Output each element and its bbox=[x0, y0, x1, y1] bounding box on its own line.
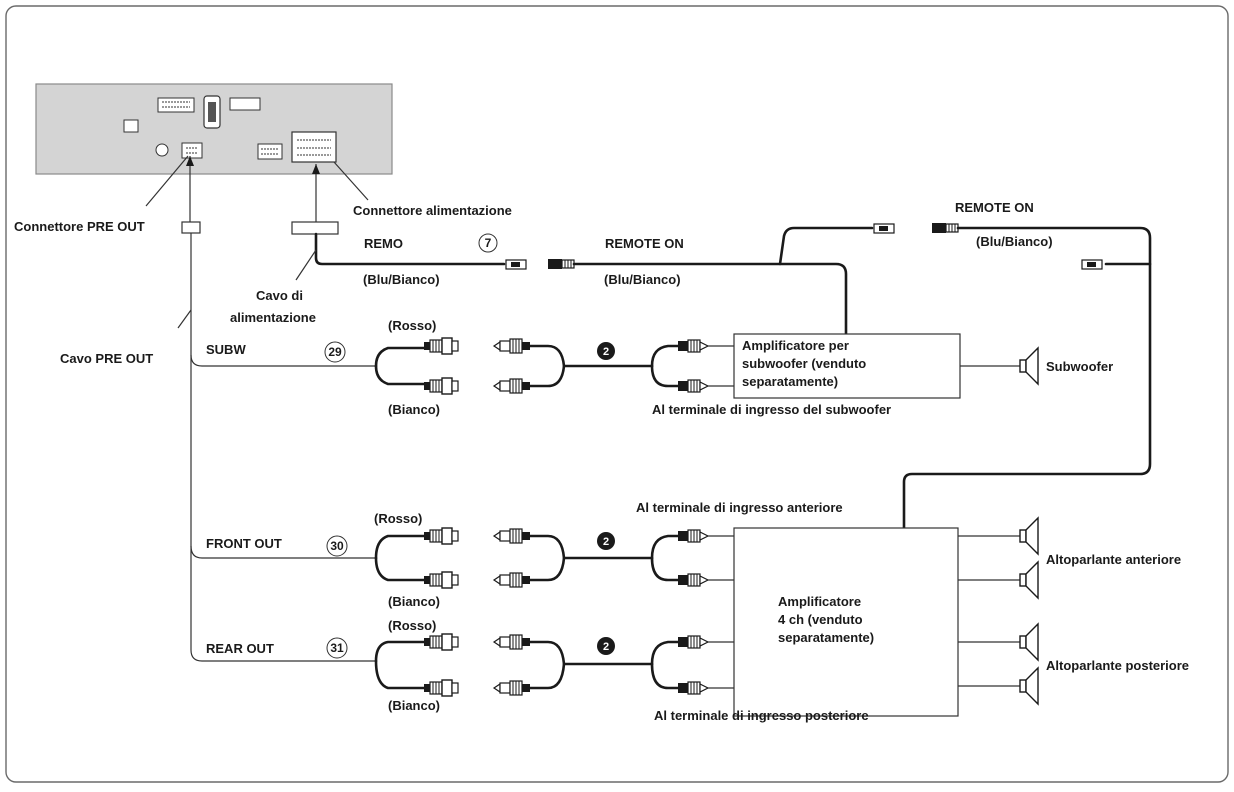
label-subwoofer: Subwoofer bbox=[1046, 359, 1113, 374]
label-rear-speaker: Altoparlante posteriore bbox=[1046, 658, 1189, 673]
label-power-connector: Connettore alimentazione bbox=[353, 203, 512, 218]
label-blu-bianco-1: (Blu/Bianco) bbox=[363, 272, 440, 287]
label-subw: SUBW bbox=[206, 342, 246, 357]
label-rear-input: Al terminale di ingresso posteriore bbox=[654, 708, 869, 723]
label-remo: REMO bbox=[364, 236, 403, 251]
subwoofer-speaker bbox=[1019, 347, 1039, 385]
label-pre-out-cable: Cavo PRE OUT bbox=[60, 351, 153, 366]
pre-out-port bbox=[181, 142, 203, 159]
ref-marker-front: 30 bbox=[326, 535, 348, 557]
label-power-cable-2: alimentazione bbox=[230, 310, 316, 325]
svg-text:29: 29 bbox=[328, 345, 342, 359]
label-pre-out-connector: Connettore PRE OUT bbox=[14, 219, 145, 234]
pre-out-cable bbox=[177, 221, 376, 662]
label-front-out: FRONT OUT bbox=[206, 536, 282, 551]
svg-text:2: 2 bbox=[603, 641, 609, 653]
ref-marker-remo: 7 bbox=[478, 233, 498, 253]
four-channel-amplifier bbox=[733, 527, 959, 717]
label-rosso-3: (Rosso) bbox=[388, 618, 436, 633]
label-rosso-1: (Rosso) bbox=[388, 318, 436, 333]
subw-channel bbox=[374, 337, 734, 395]
remo-connector bbox=[505, 259, 527, 270]
svg-text:2: 2 bbox=[603, 536, 609, 548]
svg-text:2: 2 bbox=[603, 346, 609, 358]
remote-on-connector bbox=[547, 258, 575, 270]
label-bianco-2: (Bianco) bbox=[388, 594, 440, 609]
label-sub-amp-1: Amplificatore per bbox=[742, 338, 849, 353]
rca-badge-sub: 2 bbox=[597, 342, 615, 360]
label-blu-bianco-3: (Blu/Bianco) bbox=[976, 234, 1053, 249]
rca-badge-rear: 2 bbox=[597, 637, 615, 655]
rear-speaker-bottom bbox=[1019, 667, 1039, 705]
svg-text:7: 7 bbox=[485, 236, 492, 250]
power-cable bbox=[291, 221, 1152, 530]
head-unit bbox=[35, 83, 393, 175]
label-amp4-3: separatamente) bbox=[778, 630, 874, 645]
callout-arrows bbox=[145, 155, 369, 222]
label-remote-on-2: REMOTE ON bbox=[955, 200, 1034, 215]
rear-channel bbox=[374, 633, 734, 697]
front-channel bbox=[374, 527, 734, 589]
label-amp4-2: 4 ch (venduto bbox=[778, 612, 863, 627]
label-blu-bianco-2: (Blu/Bianco) bbox=[604, 272, 681, 287]
label-power-cable-1: Cavo di bbox=[256, 288, 303, 303]
label-rosso-2: (Rosso) bbox=[374, 511, 422, 526]
label-sub-input: Al terminale di ingresso del subwoofer bbox=[652, 402, 891, 417]
rear-speaker-top bbox=[1019, 623, 1039, 661]
power-port bbox=[291, 131, 337, 163]
label-bianco-1: (Bianco) bbox=[388, 402, 440, 417]
label-front-speaker: Altoparlante anteriore bbox=[1046, 552, 1181, 567]
ref-marker-subw: 29 bbox=[324, 341, 346, 363]
ref-marker-rear: 31 bbox=[326, 637, 348, 659]
label-remote-on-1: REMOTE ON bbox=[605, 236, 684, 251]
svg-text:30: 30 bbox=[330, 539, 344, 553]
front-speaker-top bbox=[1019, 517, 1039, 555]
label-bianco-3: (Bianco) bbox=[388, 698, 440, 713]
speaker-wiring bbox=[958, 535, 1020, 687]
label-front-input: Al terminale di ingresso anteriore bbox=[636, 500, 843, 515]
rca-badge-front: 2 bbox=[597, 532, 615, 550]
front-speaker-bottom bbox=[1019, 561, 1039, 599]
diagram-frame bbox=[5, 5, 1229, 783]
label-sub-amp-3: separatamente) bbox=[742, 374, 838, 389]
label-rear-out: REAR OUT bbox=[206, 641, 274, 656]
svg-text:31: 31 bbox=[330, 641, 344, 655]
label-amp4-1: Amplificatore bbox=[778, 594, 861, 609]
label-sub-amp-2: subwoofer (venduto bbox=[742, 356, 866, 371]
subwoofer-amplifier bbox=[733, 333, 961, 399]
